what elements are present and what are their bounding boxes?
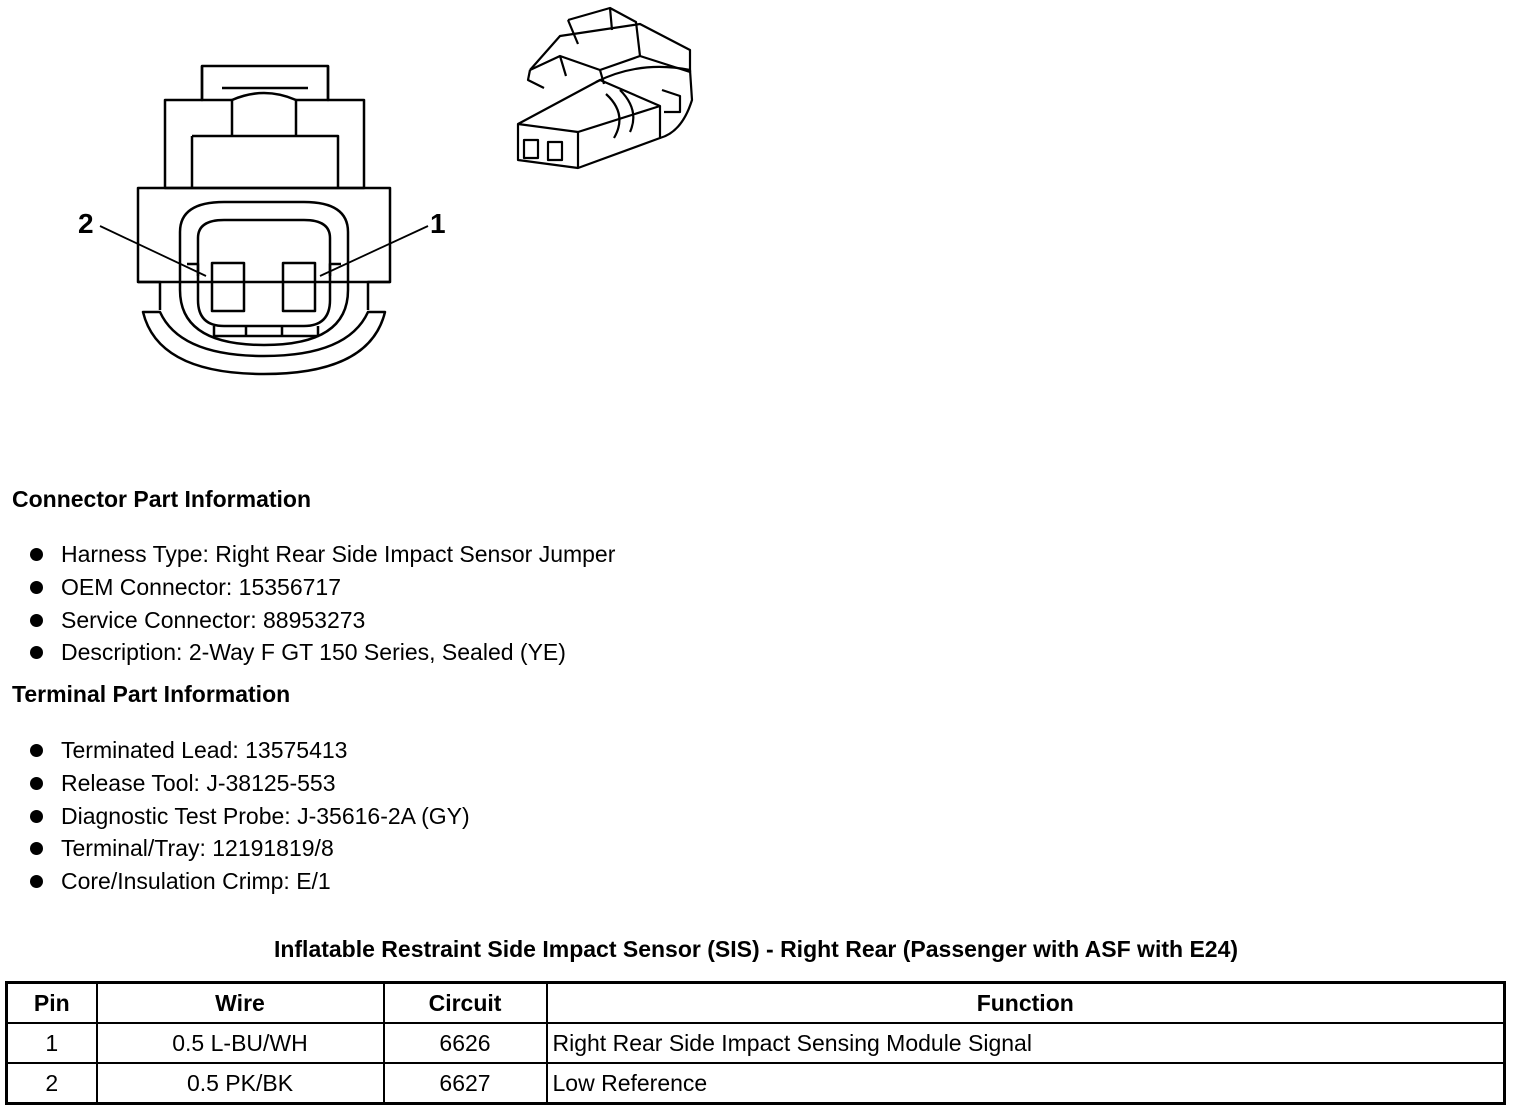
column-header-wire: Wire (95, 981, 385, 1024)
terminal-cavity-2 (210, 261, 246, 313)
cell-function: Low Reference (545, 1062, 1506, 1105)
bullet-icon (30, 580, 43, 594)
bullet-icon (30, 776, 43, 790)
list-item: Release Tool: J-38125-553 (28, 767, 470, 800)
connector-info-heading: Connector Part Information (12, 486, 312, 512)
connector-face-view (99, 64, 429, 376)
bullet-icon (30, 842, 43, 856)
table-row: 2 0.5 PK/BK 6627 Low Reference (5, 1062, 1506, 1105)
column-header-circuit: Circuit (382, 981, 548, 1024)
cell-pin: 2 (5, 1062, 98, 1105)
list-item: OEM Connector: 15356717 (28, 571, 615, 604)
connector-diagram: 2 1 (78, 6, 694, 376)
bullet-icon (30, 875, 43, 889)
bullet-icon (30, 613, 43, 627)
pin-label-1: 1 (430, 208, 446, 239)
list-item: Core/Insulation Crimp: E/1 (28, 865, 470, 898)
bullet-icon (30, 744, 43, 757)
cell-wire: 0.5 PK/BK (95, 1062, 385, 1105)
list-item: Harness Type: Right Rear Side Impact Sen… (28, 538, 615, 571)
bullet-icon (30, 548, 43, 561)
terminal-info-list: Terminated Lead: 13575413 Release Tool: … (28, 734, 470, 898)
terminal-info-heading: Terminal Part Information (12, 681, 291, 707)
pin-label-2: 2 (78, 208, 94, 239)
cell-circuit: 6627 (382, 1062, 548, 1105)
pin-table: Pin Wire Circuit Function 1 0.5 L-BU/WH … (5, 981, 1506, 1105)
list-item: Service Connector: 88953273 (28, 604, 615, 637)
list-item: Description: 2-Way F GT 150 Series, Seal… (28, 636, 615, 669)
cell-wire: 0.5 L-BU/WH (95, 1022, 385, 1064)
bullet-icon (30, 809, 43, 823)
cell-pin: 1 (5, 1022, 98, 1064)
connector-isometric-view (516, 6, 694, 170)
cell-function: Right Rear Side Impact Sensing Module Si… (545, 1022, 1506, 1064)
list-item: Terminal/Tray: 12191819/8 (28, 832, 470, 865)
list-item: Diagnostic Test Probe: J-35616-2A (GY) (28, 800, 470, 833)
list-item: Terminated Lead: 13575413 (28, 734, 470, 767)
column-header-pin: Pin (5, 981, 98, 1024)
connector-info-list: Harness Type: Right Rear Side Impact Sen… (28, 538, 615, 669)
terminal-cavity-1 (281, 261, 317, 313)
table-row: 1 0.5 L-BU/WH 6626 Right Rear Side Impac… (5, 1022, 1506, 1064)
table-header-row: Pin Wire Circuit Function (5, 981, 1506, 1024)
pin-table-title: Inflatable Restraint Side Impact Sensor … (273, 936, 1239, 962)
cell-circuit: 6626 (382, 1022, 548, 1064)
bullet-icon (30, 646, 43, 660)
column-header-function: Function (545, 981, 1506, 1024)
